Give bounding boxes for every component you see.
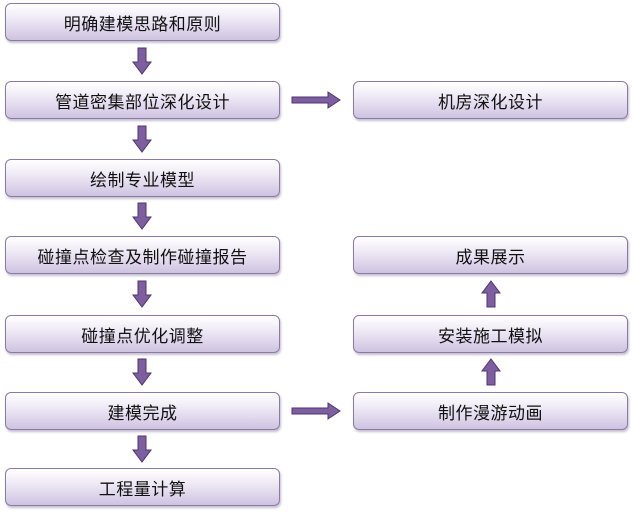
step-installation-simulation: 安装施工模拟 xyxy=(353,315,628,353)
arrow-down-icon xyxy=(132,280,152,308)
step-results-display: 成果展示 xyxy=(353,236,628,274)
step-define-modeling-principles: 明确建模思路和原则 xyxy=(5,3,280,41)
arrow-down-icon xyxy=(132,435,152,463)
step-clash-check-report: 碰撞点检查及制作碰撞报告 xyxy=(5,236,280,274)
arrow-right-icon xyxy=(291,402,341,420)
step-clash-optimization: 碰撞点优化调整 xyxy=(5,315,280,353)
arrow-down-icon xyxy=(132,202,152,230)
step-modeling-complete: 建模完成 xyxy=(5,392,280,430)
arrow-up-icon xyxy=(481,358,501,386)
arrow-down-icon xyxy=(132,358,152,386)
arrow-down-icon xyxy=(132,125,152,153)
step-quantity-calculation: 工程量计算 xyxy=(5,468,280,506)
step-machine-room-deepening: 机房深化设计 xyxy=(353,81,628,119)
arrow-right-icon xyxy=(291,91,341,109)
step-roaming-animation: 制作漫游动画 xyxy=(353,392,628,430)
arrow-down-icon xyxy=(132,47,152,75)
arrow-up-icon xyxy=(481,280,501,308)
step-dense-pipe-deepening: 管道密集部位深化设计 xyxy=(5,81,280,119)
step-draw-discipline-models: 绘制专业模型 xyxy=(5,159,280,197)
